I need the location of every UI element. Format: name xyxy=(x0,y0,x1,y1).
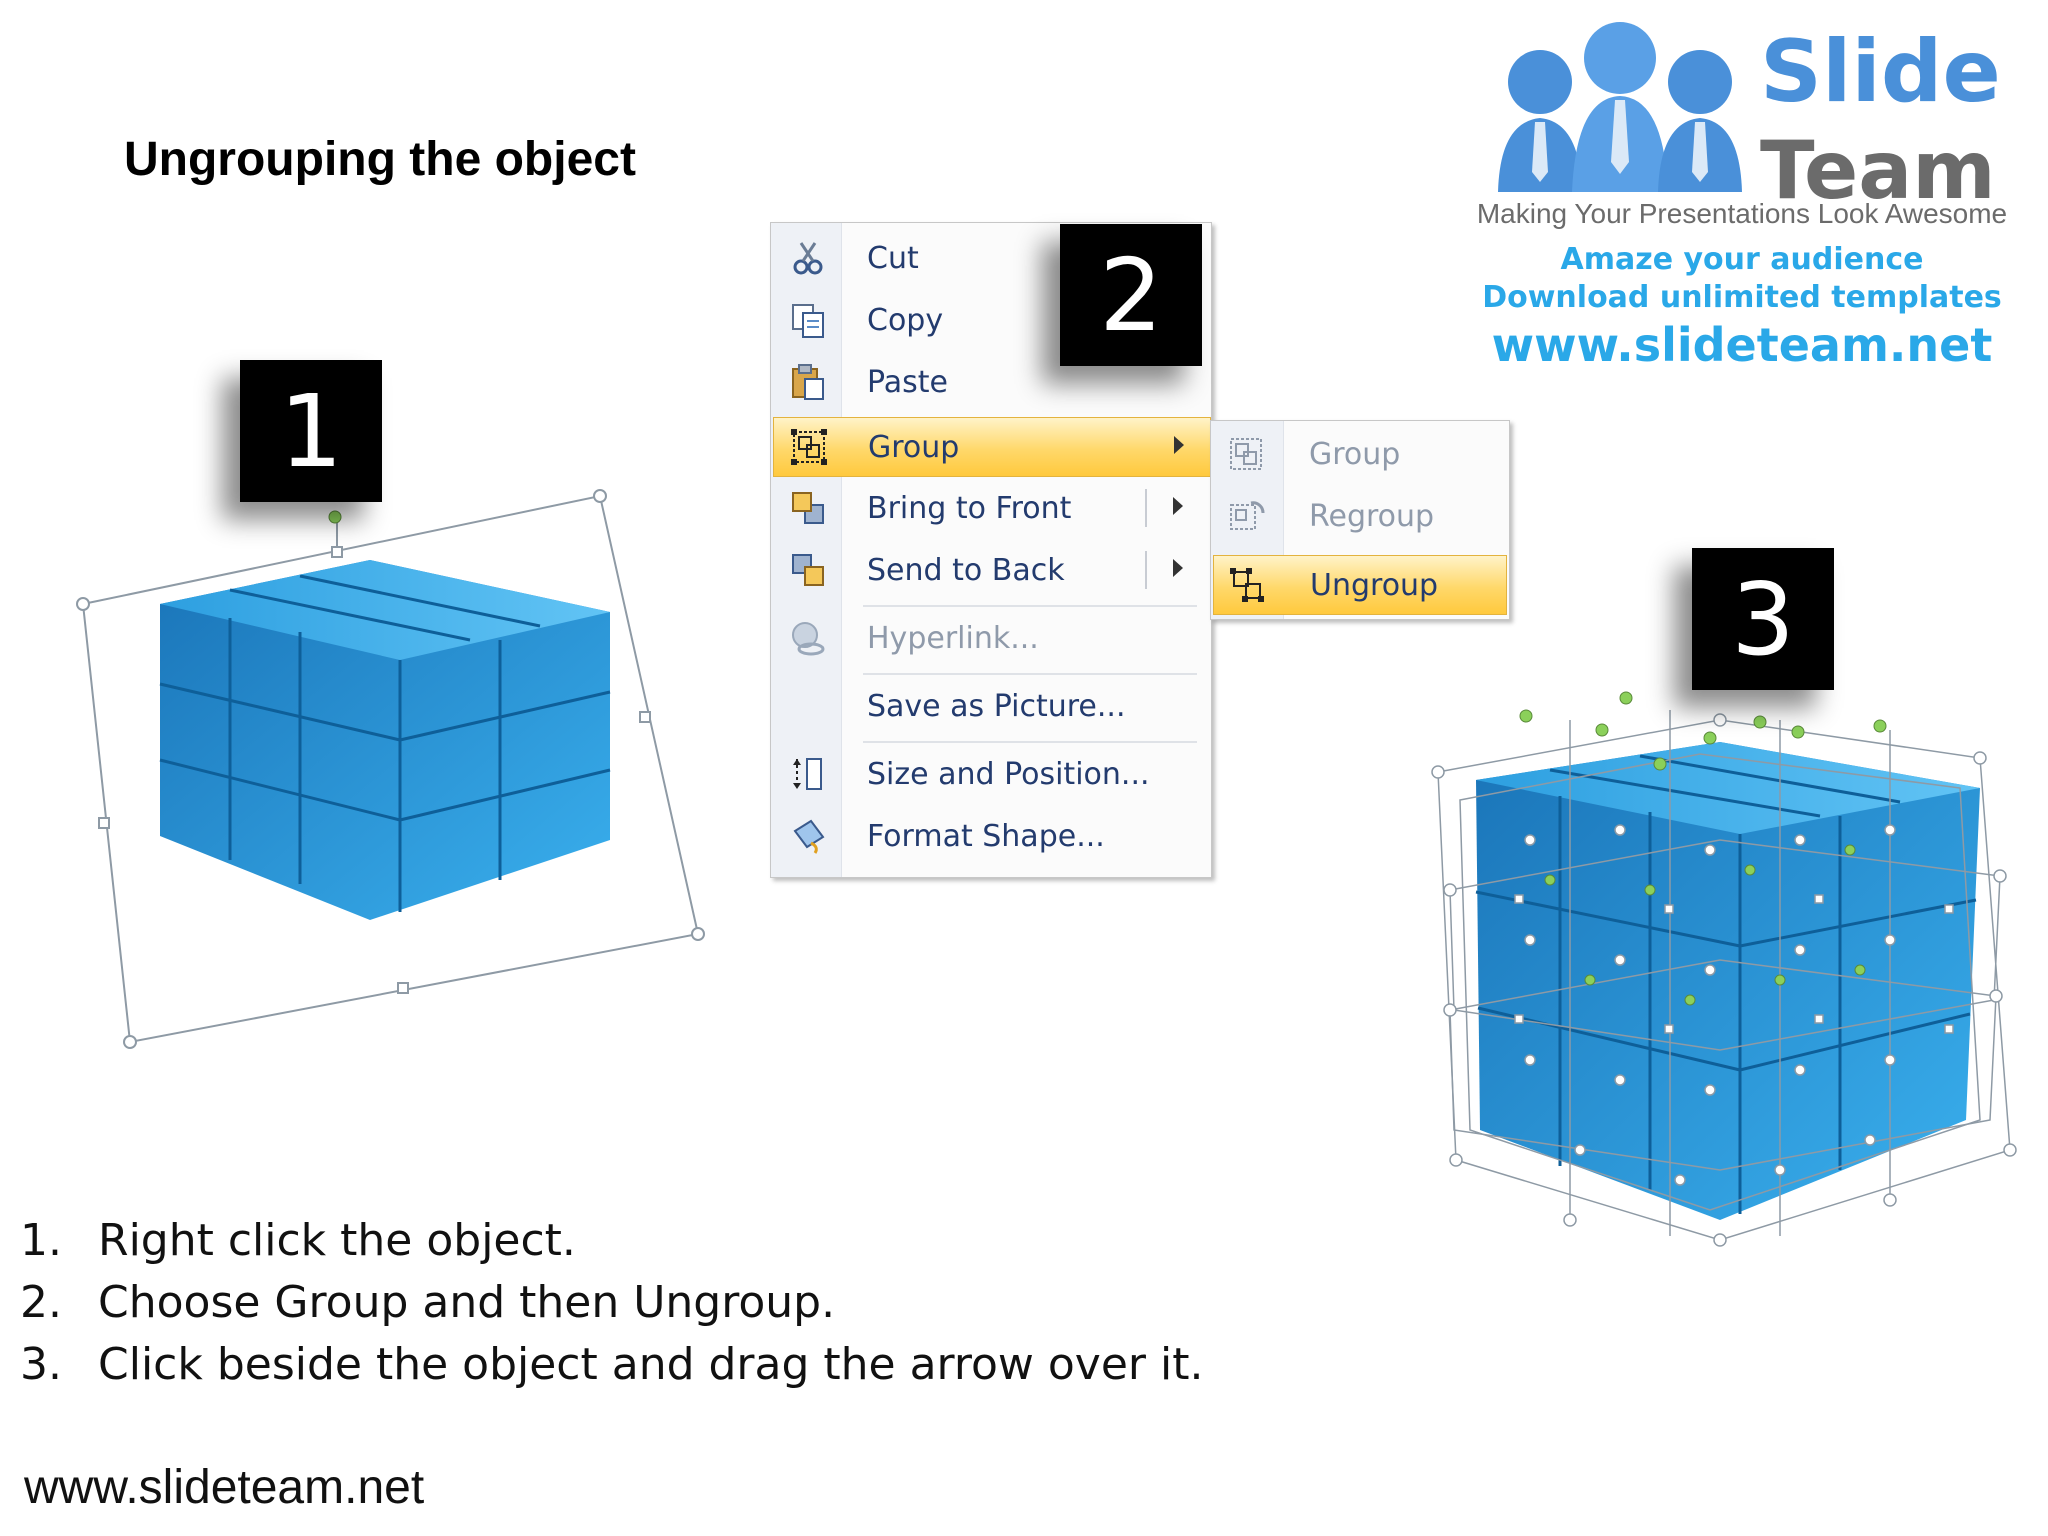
regroup-icon xyxy=(1230,501,1265,530)
menu-item-label: Copy xyxy=(867,303,944,338)
submenu-arrow-icon xyxy=(1174,436,1184,454)
scissors-icon xyxy=(793,242,823,275)
menu-item-label: Hyperlink... xyxy=(867,621,1039,656)
group-icon xyxy=(791,429,827,465)
footer-url[interactable]: www.slideteam.net xyxy=(24,1461,425,1514)
hyperlink-icon xyxy=(792,622,825,656)
menu-item-copy[interactable]: Copy xyxy=(773,291,1209,349)
instruction-steps: 1. Right click the object. 2. Choose Gro… xyxy=(20,1210,1203,1396)
bring-to-front-icon xyxy=(792,492,824,524)
step-number: 3. xyxy=(20,1339,62,1390)
step-badge-3: 3 xyxy=(1692,548,1834,690)
size-position-icon xyxy=(793,758,822,790)
menu-separator xyxy=(863,605,1197,607)
step-text: Right click the object. xyxy=(98,1215,576,1266)
submenu-arrow-icon[interactable] xyxy=(1173,559,1183,577)
submenu-item-group[interactable]: Group xyxy=(1213,425,1505,483)
ungrouped-cube-objects[interactable] xyxy=(1420,680,2040,1260)
paste-icon xyxy=(792,364,824,400)
submenu-item-label: Regroup xyxy=(1309,499,1435,534)
step-row: 3. Click beside the object and drag the … xyxy=(20,1334,1203,1396)
split-divider xyxy=(1145,489,1147,527)
cube-blocks xyxy=(159,560,611,920)
menu-item-label: Format Shape... xyxy=(867,819,1105,854)
menu-item-label: Cut xyxy=(867,241,919,276)
menu-item-group[interactable]: Group xyxy=(773,417,1211,477)
step-badge-2: 2 xyxy=(1060,224,1202,366)
submenu-item-label: Group xyxy=(1309,437,1401,472)
menu-item-cut[interactable]: Cut xyxy=(773,229,1209,287)
cube-blocks xyxy=(1475,742,1980,1220)
menu-item-label: Paste xyxy=(867,365,948,400)
step-number: 2. xyxy=(20,1277,62,1328)
menu-item-paste[interactable]: Paste xyxy=(773,353,1209,411)
promo-line-2: Download unlimited templates xyxy=(1482,280,2002,315)
ungroup-icon xyxy=(1230,568,1264,602)
menu-separator xyxy=(863,741,1197,743)
step-row: 1. Right click the object. xyxy=(20,1210,1203,1272)
menu-item-label: Bring to Front xyxy=(867,491,1072,526)
menu-item-label: Send to Back xyxy=(867,553,1065,588)
format-shape-icon xyxy=(793,819,825,854)
logo-tagline: Making Your Presentations Look Awesome xyxy=(1476,198,2008,229)
slide-title: Ungrouping the object xyxy=(124,133,636,186)
send-to-back-icon xyxy=(792,554,824,586)
logo-word-team: Team xyxy=(1760,124,1996,217)
promo-line-1: Amaze your audience xyxy=(1560,242,1924,277)
promo-url[interactable]: www.slideteam.net xyxy=(1491,318,1993,372)
step-number: 1. xyxy=(20,1215,62,1266)
grouped-cube-object[interactable] xyxy=(70,480,710,1060)
submenu-item-regroup[interactable]: Regroup xyxy=(1213,487,1505,545)
submenu-arrow-icon[interactable] xyxy=(1173,497,1183,515)
split-divider xyxy=(1145,551,1147,589)
group-icon xyxy=(1230,438,1262,470)
menu-item-bring-to-front[interactable]: Bring to Front xyxy=(773,479,1209,537)
menu-item-label: Save as Picture... xyxy=(867,689,1126,724)
slideteam-logo-icon xyxy=(1498,22,1742,192)
copy-icon xyxy=(792,304,824,338)
menu-item-label: Size and Position... xyxy=(867,757,1150,792)
group-submenu: Group Regroup Ungroup xyxy=(1210,420,1510,620)
step-badge-1: 1 xyxy=(240,360,382,502)
menu-item-send-to-back[interactable]: Send to Back xyxy=(773,541,1209,599)
logo-word-slide: Slide xyxy=(1760,22,2001,122)
step-row: 2. Choose Group and then Ungroup. xyxy=(20,1272,1203,1334)
menu-item-label: Group xyxy=(868,430,960,465)
submenu-item-label: Ungroup xyxy=(1310,568,1439,603)
step-text: Click beside the object and drag the arr… xyxy=(98,1339,1204,1390)
menu-separator xyxy=(863,673,1197,675)
menu-item-format-shape[interactable]: Format Shape... xyxy=(773,807,1209,865)
submenu-item-ungroup[interactable]: Ungroup xyxy=(1213,555,1507,615)
menu-item-hyperlink[interactable]: Hyperlink... xyxy=(773,609,1209,667)
step-text: Choose Group and then Ungroup. xyxy=(98,1277,836,1328)
menu-item-size-and-position[interactable]: Size and Position... xyxy=(773,745,1209,803)
context-menu: Cut Copy Paste Group Bring to Front Send… xyxy=(770,222,1212,878)
menu-item-save-as-picture[interactable]: Save as Picture... xyxy=(773,677,1209,735)
